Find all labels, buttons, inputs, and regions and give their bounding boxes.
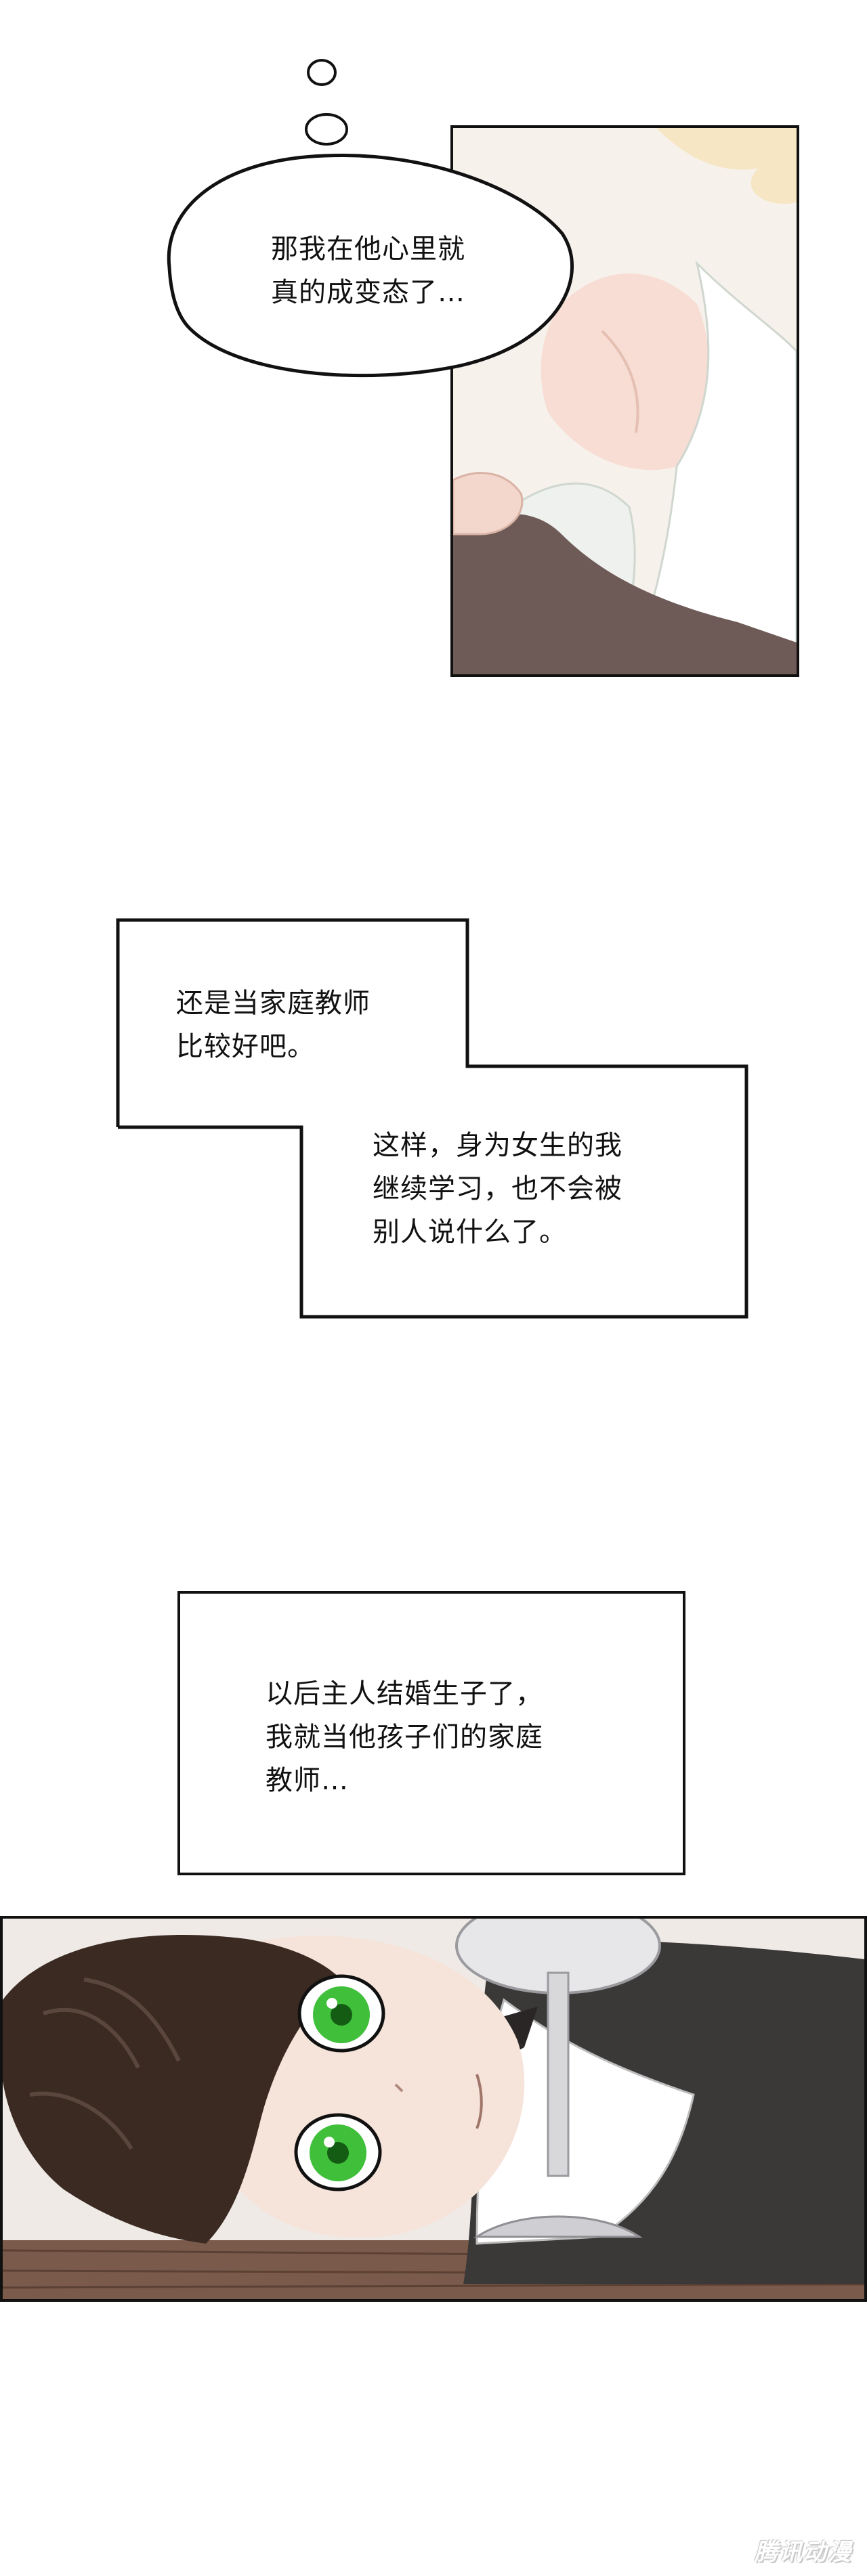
illustration-panel-4	[0, 1916, 867, 2302]
panel-4-art	[3, 1919, 864, 2299]
thought-bubble-text: 那我在他心里就 真的成变态了…	[271, 234, 465, 308]
thought-bubble	[167, 59, 574, 378]
narration-text-1: 还是当家庭教师 比较好吧。	[176, 988, 371, 1062]
narration-box-3	[177, 1591, 685, 1875]
publisher-watermark: 腾讯动漫	[755, 2539, 852, 2566]
narration-text-2: 这样，身为女生的我 继续学习，也不会被 别人说什么了。	[373, 1130, 622, 1248]
narration-box-group	[116, 918, 748, 1319]
narration-text-3: 以后主人结婚生子了， 我就当他孩子们的家庭 教师…	[266, 1678, 543, 1796]
